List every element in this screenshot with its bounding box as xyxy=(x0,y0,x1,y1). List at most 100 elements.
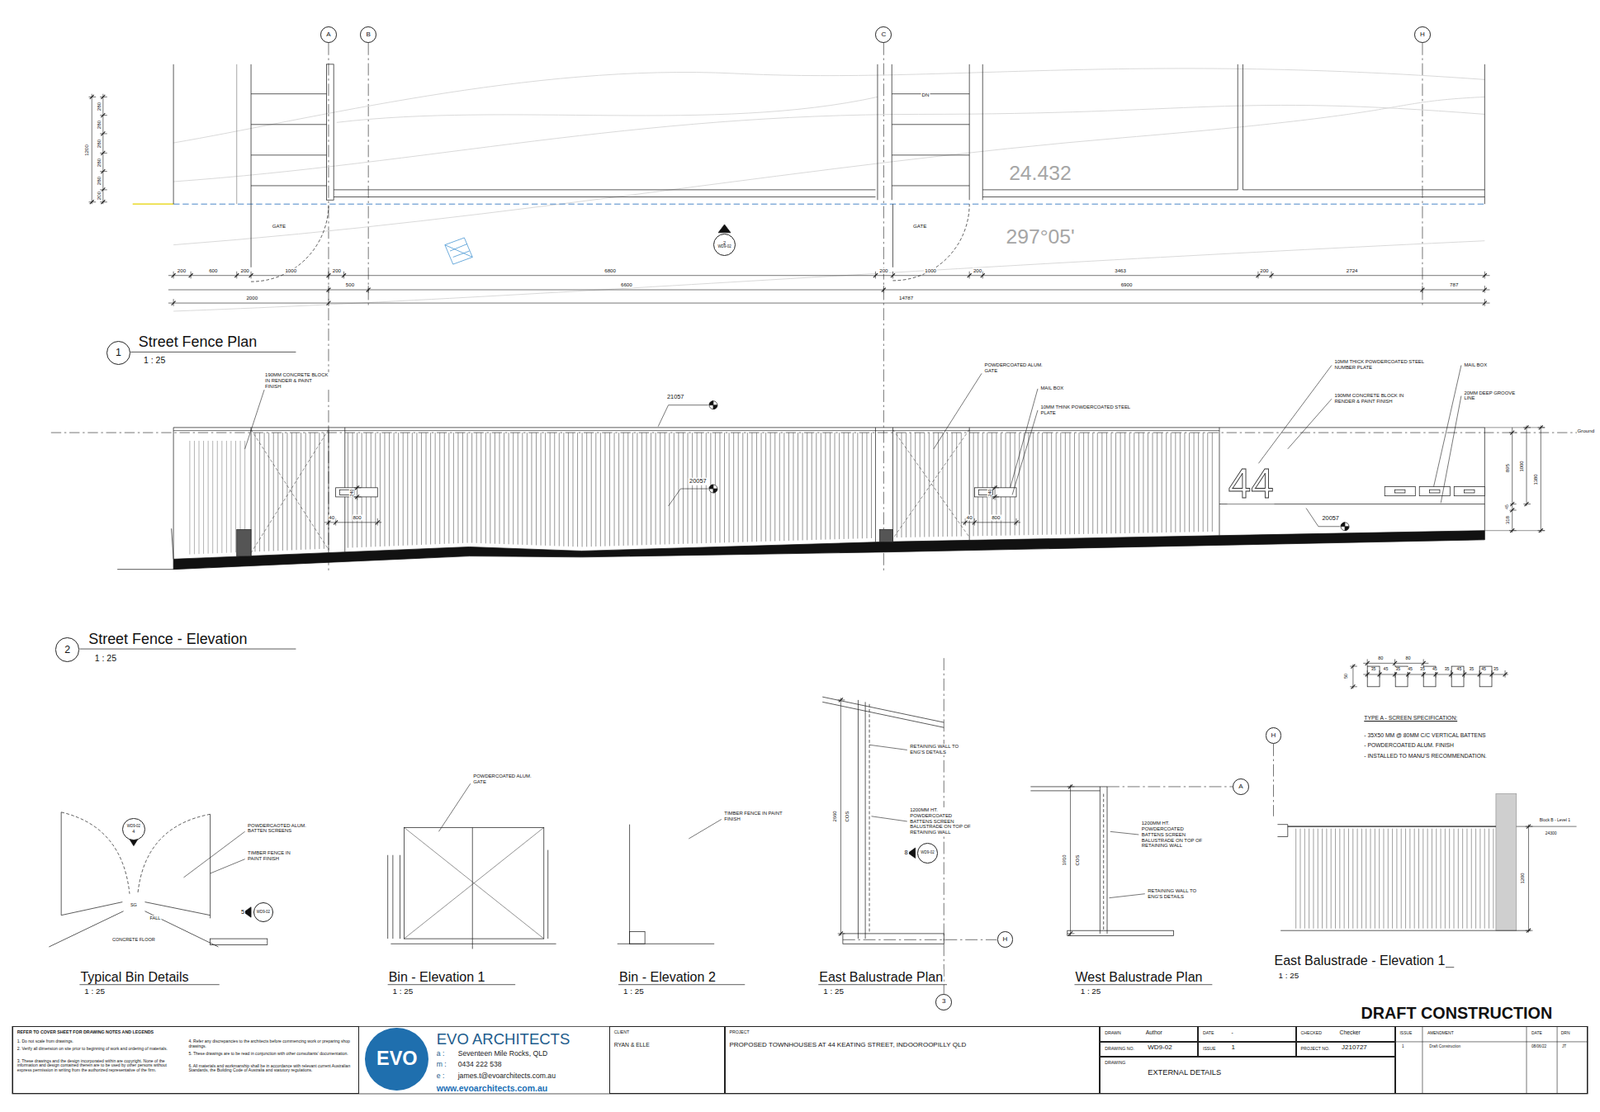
stair-line xyxy=(250,184,327,186)
dimension-tick xyxy=(1350,684,1355,689)
batten xyxy=(291,432,293,550)
wall-line xyxy=(1242,64,1244,190)
batten xyxy=(314,432,316,550)
fence-post xyxy=(1218,427,1220,536)
batten xyxy=(815,432,817,540)
contour-line xyxy=(173,68,1485,143)
grid-line xyxy=(327,42,329,574)
mail-box xyxy=(336,487,379,498)
batten xyxy=(1431,828,1433,929)
level-line xyxy=(1516,826,1577,828)
view-title: Street Fence - Elevation xyxy=(87,629,248,648)
dimension-tick xyxy=(972,520,977,525)
batten xyxy=(221,440,223,554)
title-underline xyxy=(1074,984,1212,985)
batten xyxy=(824,432,826,540)
section-symbol xyxy=(709,484,718,493)
batten xyxy=(1165,432,1167,533)
fence-post xyxy=(892,427,894,542)
block-base xyxy=(236,529,251,556)
post-line xyxy=(392,855,393,939)
batten xyxy=(1014,432,1016,535)
mail-box xyxy=(1429,489,1440,493)
batten xyxy=(673,432,675,545)
contour-line xyxy=(173,104,1485,182)
dimension-text: 200 xyxy=(972,267,983,274)
batten xyxy=(1387,828,1389,929)
cell-text: Author xyxy=(1145,1029,1163,1036)
cell-text: PROPOSED TOWNHOUSES AT 44 KEATING STREET… xyxy=(728,1041,966,1050)
dimension-text: COS xyxy=(1074,854,1081,867)
batten xyxy=(847,432,849,540)
fall-line xyxy=(61,902,123,916)
dimension-text: 45 xyxy=(1456,667,1463,673)
batten xyxy=(1304,828,1306,929)
reference-number: 5 xyxy=(240,908,246,917)
wall-line xyxy=(1237,64,1239,190)
batten xyxy=(614,432,616,546)
section-symbol xyxy=(709,484,714,489)
callout-note: TIMBER FENCE IN PAINT FINISH xyxy=(723,810,786,823)
dimension-line xyxy=(168,302,1491,304)
dimension-tick xyxy=(326,288,332,293)
scale-note: 1 : 25 xyxy=(142,355,166,365)
specification-text: - INSTALLED TO MANU'S RECOMMENDATION. xyxy=(1363,752,1488,760)
batten xyxy=(1092,432,1094,535)
section-symbol xyxy=(713,405,718,410)
leader-line xyxy=(688,818,722,838)
grid-letter: H xyxy=(1003,936,1009,944)
gate-label: GATE xyxy=(271,223,287,230)
batten xyxy=(1378,828,1380,929)
batten xyxy=(1409,828,1411,929)
view-title: Bin - Elevation 2 xyxy=(618,969,717,985)
fence-rail xyxy=(173,430,1220,431)
scale-note: 1 : 25 xyxy=(1079,987,1103,997)
batten xyxy=(664,432,666,545)
scale-note: 1 : 25 xyxy=(392,987,415,997)
contact-text: Seventeen Mile Rocks, QLD xyxy=(457,1050,550,1059)
batten xyxy=(568,432,569,547)
table-line xyxy=(1557,1026,1558,1094)
logo-badge: EVO xyxy=(364,1027,429,1092)
dimension-tick xyxy=(1392,661,1397,666)
dimension-line xyxy=(102,94,104,204)
dimension-tick xyxy=(89,94,95,100)
table-cell-text: DATE xyxy=(1531,1031,1543,1036)
dimension-text: 200 xyxy=(239,267,250,274)
block-base xyxy=(879,529,893,542)
dimension-text: 35 xyxy=(1419,667,1426,673)
post-line xyxy=(399,855,401,939)
fence-post xyxy=(875,427,876,543)
batten xyxy=(1484,828,1486,929)
title-underline xyxy=(618,984,745,985)
batten xyxy=(226,440,228,554)
dimension-tick xyxy=(171,273,176,278)
dimension-text: 318 xyxy=(1504,515,1511,526)
reference-number: 8 xyxy=(903,849,909,857)
wall-line xyxy=(969,64,971,200)
batten xyxy=(1374,828,1376,929)
batten xyxy=(1348,828,1350,929)
callout-note: RETAINING WALL TO ENG'S DETAILS xyxy=(908,744,967,757)
dimension-tick xyxy=(366,288,371,293)
batten xyxy=(1088,432,1089,535)
wall-line xyxy=(173,64,175,204)
top-rail xyxy=(1287,826,1496,828)
batten xyxy=(677,432,679,545)
wall-line xyxy=(1107,786,1108,934)
dimension-text: 1910 xyxy=(1061,853,1068,867)
extension-line xyxy=(1484,530,1545,531)
cell-text: RYAN & ELLE xyxy=(614,1041,650,1048)
batten xyxy=(1023,432,1025,535)
company-name: EVO ARCHITECTS xyxy=(435,1031,572,1049)
batten xyxy=(1050,432,1052,535)
level-label: 24300 xyxy=(1544,831,1558,837)
dimension-line xyxy=(91,94,93,204)
grid-bubble: A xyxy=(1232,778,1250,796)
scale-note: 1 : 25 xyxy=(83,987,106,997)
section-symbol xyxy=(1340,522,1350,531)
dimension-tick xyxy=(1510,508,1515,513)
wall-line xyxy=(857,700,859,939)
dimension-line xyxy=(1526,425,1528,507)
leader-line xyxy=(1110,831,1140,835)
